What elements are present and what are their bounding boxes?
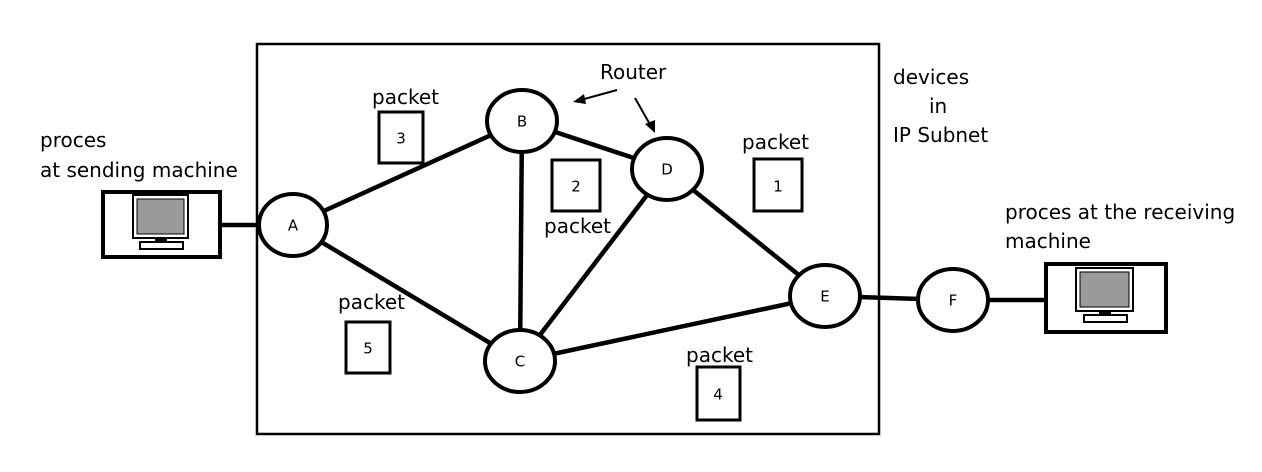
node-F-label: F — [949, 292, 958, 310]
packet-3-word: packet — [372, 85, 439, 109]
packet-1-word: packet — [742, 130, 809, 154]
packet-3: packet 3 — [372, 85, 439, 165]
node-D-label: D — [661, 161, 673, 179]
edge-C-E — [519, 293, 826, 364]
node-D: D — [630, 136, 704, 202]
edge-A-C — [291, 223, 522, 363]
node-A-label: A — [288, 217, 299, 235]
receiver-label-line-1: proces at the receiving — [1005, 200, 1235, 224]
sender-computer-icon — [101, 190, 222, 259]
packet-3-number: 3 — [396, 130, 406, 148]
node-C-label: C — [515, 353, 525, 371]
node-F: F — [916, 267, 990, 333]
sender-label-line-2: at sending machine — [40, 158, 238, 182]
edge-B-C — [517, 120, 525, 362]
packet-4-word: packet — [686, 343, 753, 367]
receiver-computer-icon — [1044, 262, 1168, 334]
subnet-label-line-3: IP Subnet — [893, 123, 988, 147]
receiver-label-line-2: machine — [1005, 229, 1091, 253]
packet-5: packet 5 — [338, 290, 405, 375]
node-A: A — [257, 192, 329, 258]
subnet-label-line-2: in — [929, 94, 947, 118]
packet-4-number: 4 — [713, 386, 723, 404]
packet-5-number: 5 — [363, 340, 373, 358]
edge-A-B — [292, 118, 523, 228]
node-C: C — [483, 328, 557, 394]
node-B-label: B — [517, 113, 527, 131]
edge-C-D — [518, 167, 669, 363]
packet-4: packet 4 — [686, 343, 753, 422]
router-arrow-to-D-icon — [634, 97, 655, 133]
sender-label-line-1: proces — [40, 128, 106, 152]
packet-2-word: packet — [544, 214, 611, 238]
packet-2: 2 packet — [544, 158, 611, 238]
packet-5-word: packet — [338, 290, 405, 314]
router-arrow-to-B-icon — [573, 89, 618, 104]
packet-1-number: 1 — [773, 178, 783, 196]
subnet-label-line-1: devices — [893, 65, 969, 89]
packet-2-number: 2 — [571, 178, 581, 196]
packet-1: packet 1 — [742, 130, 809, 213]
node-E: E — [788, 263, 862, 329]
node-B: B — [485, 88, 559, 154]
node-E-label: E — [820, 288, 829, 306]
ip-subnet-boundary — [255, 42, 881, 436]
router-label: Router — [600, 60, 667, 84]
